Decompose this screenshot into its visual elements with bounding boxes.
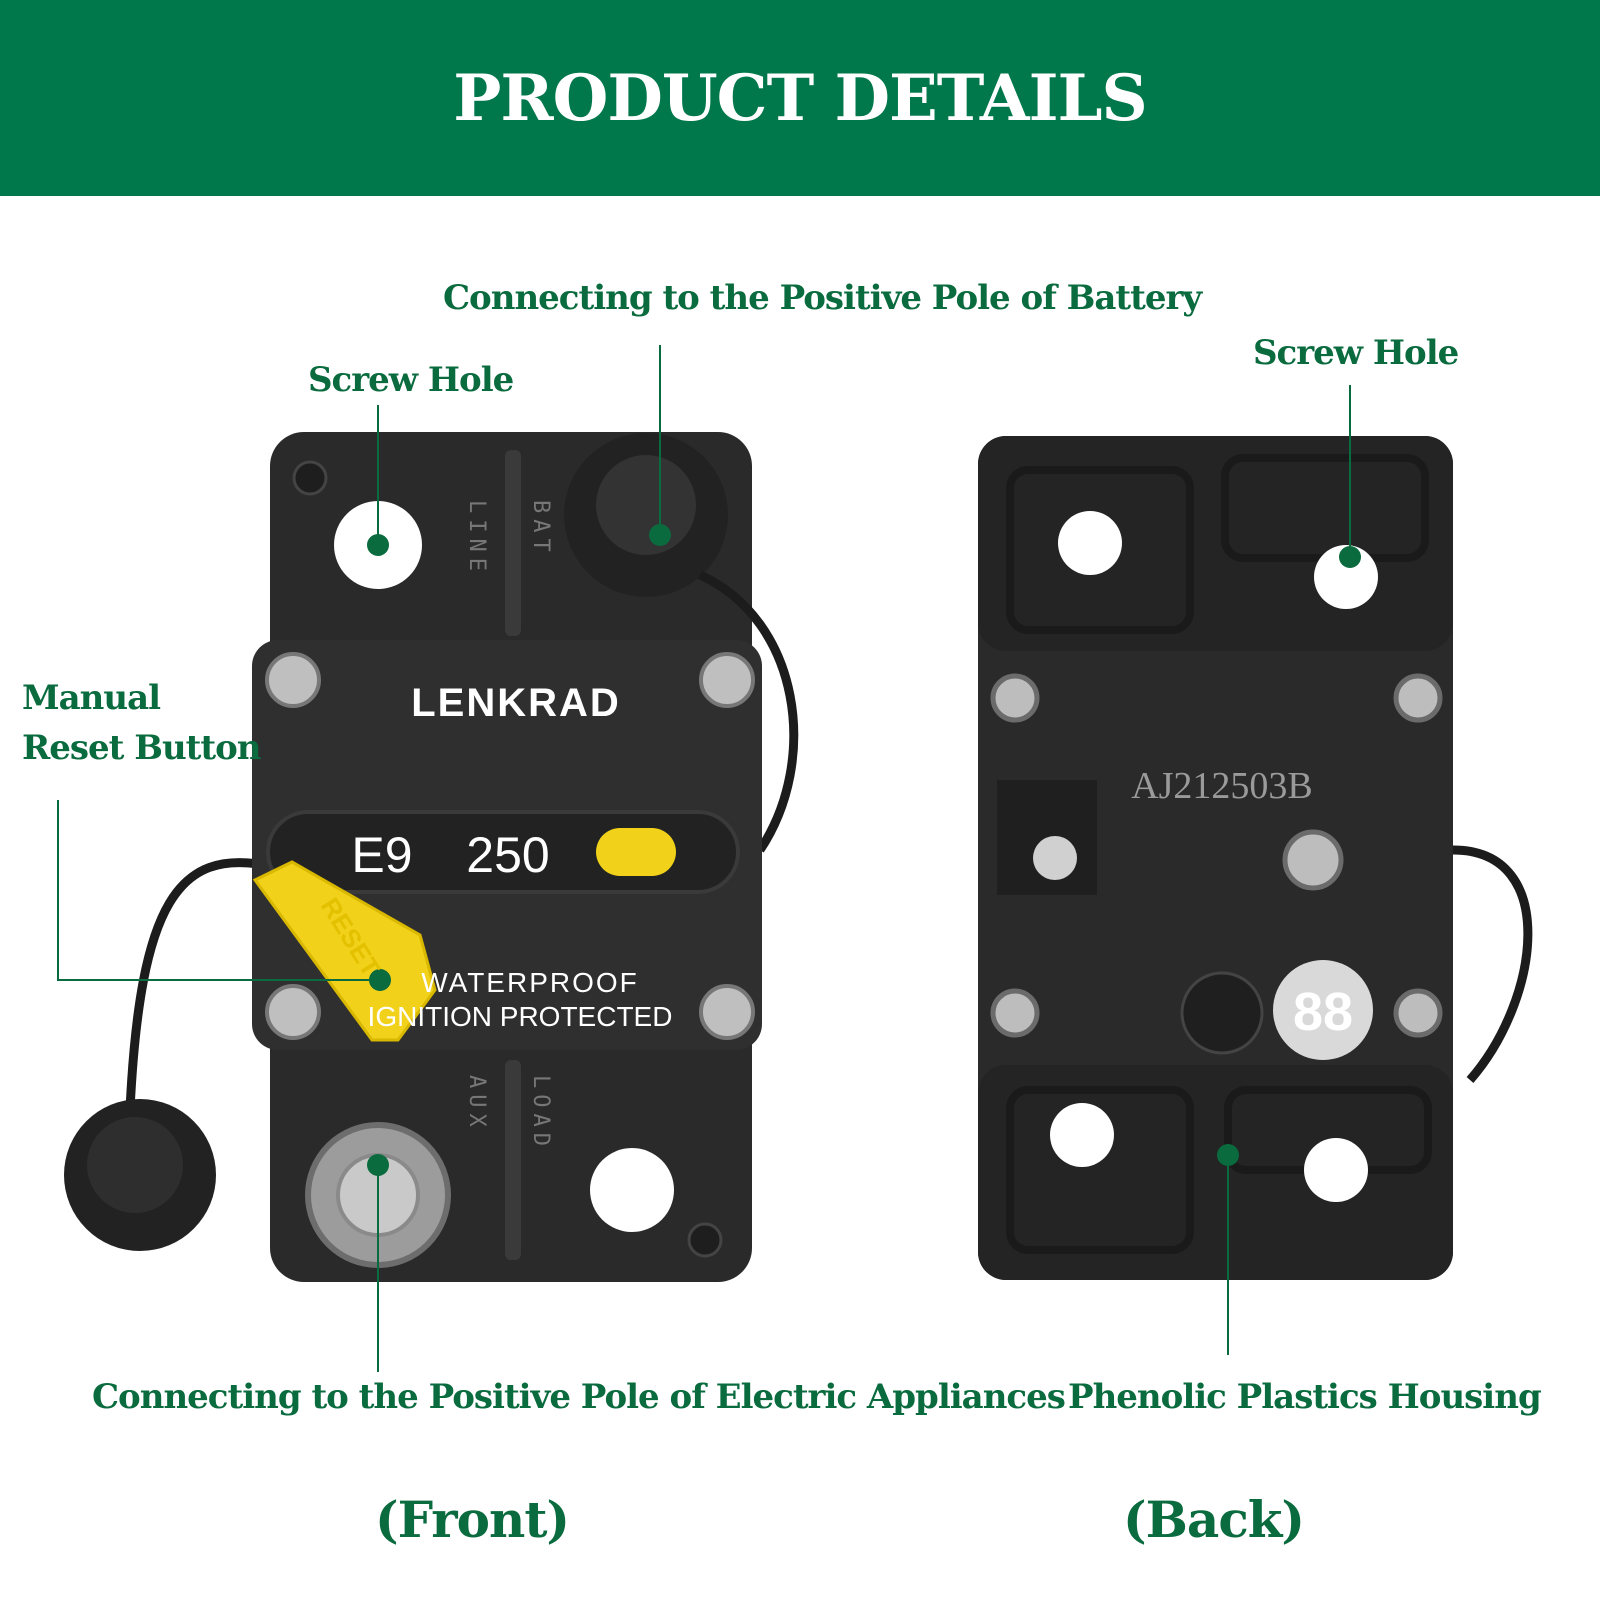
label-screw-hole-back: Screw Hole	[1253, 333, 1459, 373]
callout-dots	[367, 524, 1361, 1176]
model-code: E9	[351, 827, 412, 883]
label-back: (Back)	[1123, 1490, 1305, 1549]
back-screw-hole-1	[1058, 511, 1122, 575]
callout-lines	[57, 345, 1351, 1372]
terminal-line: LINE	[464, 500, 489, 577]
label-appliances: Connecting to the Positive Pole of Elect…	[92, 1377, 1066, 1417]
rating-disc	[1273, 960, 1373, 1060]
back-breaker	[978, 436, 1533, 1280]
header-banner: PRODUCT DETAILS	[0, 0, 1600, 196]
brand-text: LENKRAD	[411, 681, 621, 725]
waterproof-text: WATERPROOF	[421, 967, 639, 998]
front-screw-hole-bottom	[590, 1148, 674, 1232]
front-breaker	[64, 432, 799, 1282]
ignition-text: IGNITION PROTECTED	[368, 1001, 673, 1032]
page-title: PRODUCT DETAILS	[453, 60, 1147, 136]
terminal-aux: AUX	[464, 1075, 489, 1133]
label-front: (Front)	[375, 1490, 570, 1549]
trip-indicator	[596, 828, 676, 876]
label-battery: Connecting to the Positive Pole of Batte…	[443, 278, 1202, 318]
label-reset-button: Reset Button	[22, 728, 261, 768]
amp-rating: 250	[466, 827, 549, 883]
terminal-load: LOAD	[528, 1075, 553, 1152]
date-code-dial	[1180, 971, 1264, 1055]
back-screw-hole-2	[1314, 545, 1378, 609]
reset-tab	[252, 860, 437, 1042]
label-manual: Manual	[22, 678, 161, 718]
terminal-bat: BAT	[528, 500, 553, 558]
label-housing: Phenolic Plastics Housing	[1068, 1377, 1542, 1417]
dial-number: 88	[1293, 982, 1353, 1042]
back-screw-hole-4	[1304, 1138, 1368, 1202]
back-screw-hole-3	[1050, 1103, 1114, 1167]
label-screw-hole-front: Screw Hole	[308, 360, 514, 400]
serial-number: AJ212503B	[1131, 765, 1313, 807]
